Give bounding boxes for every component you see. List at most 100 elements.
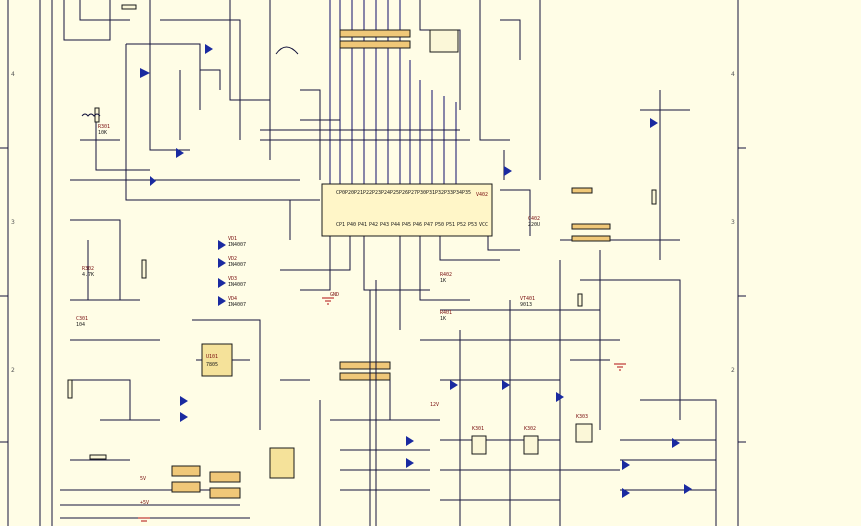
zone-number-left-2: 2	[11, 367, 15, 374]
ic-pin-label: P24	[381, 190, 390, 196]
diode-icon	[180, 396, 188, 406]
rail-label: 12V	[430, 402, 439, 408]
zone-number-right-3: 3	[731, 219, 735, 226]
diode-icon	[218, 278, 226, 288]
diode-icon	[180, 412, 188, 422]
diode-ref: VD2	[228, 256, 237, 262]
zone-number-left-4: 4	[11, 71, 15, 78]
diode-icon	[622, 488, 630, 498]
transistor-ref: VT401	[520, 296, 535, 302]
main-ic: V402 CP0 P20 P21 P22 P23 P24 P25 P26 P27…	[321, 183, 493, 237]
capacitor-ref: C301	[76, 316, 88, 322]
diode-icon	[150, 176, 156, 186]
diode-icon	[556, 392, 564, 402]
resistor-ref: R301	[98, 124, 110, 130]
relay-ref: K301	[472, 426, 484, 432]
ic-pin-label: P42	[369, 222, 378, 228]
ic-pin-label: P23	[372, 190, 381, 196]
led-icon	[406, 458, 414, 468]
diode-icon	[650, 118, 658, 128]
diode-icon	[140, 68, 150, 78]
ic-pin-label: P35	[462, 190, 471, 196]
drawing-border: 4 3 2 4 3 2	[0, 0, 746, 526]
rail-label: +5V	[140, 500, 149, 506]
capacitor-ref: C402	[528, 216, 540, 222]
diode-group-rectifier: VD1 IN4007 VD2 IN4007 VD3 IN4007 VD4 IN4…	[140, 44, 246, 422]
connector-group	[171, 447, 295, 499]
ic-pin-label: VCC	[479, 222, 488, 228]
power-section	[39, 0, 300, 526]
ic-pin-label: P34	[453, 190, 462, 196]
resistor-value: 1K	[440, 278, 446, 284]
ic-pin-label: P40	[347, 222, 356, 228]
ic-pin-label: P31	[426, 190, 435, 196]
relay-ref: K302	[524, 426, 536, 432]
ic-pin-label: P44	[391, 222, 400, 228]
diode-value: IN4007	[228, 262, 246, 268]
zone-number-right-4: 4	[731, 71, 735, 78]
resistor-ref: R302	[82, 266, 94, 272]
ground-symbols	[138, 297, 626, 522]
ic-pin-label: P32	[435, 190, 444, 196]
ic-pin-label: P47	[424, 222, 433, 228]
relay-ref: K303	[576, 414, 588, 420]
resistor-value: 10K	[98, 130, 107, 136]
rail-label: GND	[330, 292, 339, 298]
ground-icon	[614, 363, 626, 371]
diode-icon	[205, 44, 213, 54]
ic-pin-label: P52	[457, 222, 466, 228]
capacitor-value: 220U	[528, 222, 540, 228]
diode-ref: VD3	[228, 276, 237, 282]
diode-icon	[218, 296, 226, 306]
ic-pin-label: P20	[345, 190, 354, 196]
ground-icon	[138, 517, 150, 522]
ic-pin-label: P51	[446, 222, 455, 228]
diode-icon	[672, 438, 680, 448]
diode-value: IN4007	[228, 282, 246, 288]
power-labels: R301 10K R302 4.7K C301 104 5V +5V 12V G…	[76, 124, 439, 506]
diode-icon	[218, 240, 226, 250]
ic-pin-label: P27	[408, 190, 417, 196]
diode-value: IN4007	[228, 302, 246, 308]
diode-icon	[622, 460, 630, 470]
resistor-value: 4.7K	[82, 272, 94, 278]
diode-icon	[504, 166, 512, 176]
resistor-ref: R401	[440, 310, 452, 316]
diode-ref: VD4	[228, 296, 237, 302]
top-connector	[339, 29, 459, 53]
zone-number-left-3: 3	[11, 219, 15, 226]
ic-pin-label: CP0	[336, 190, 345, 196]
ic-pin-label: P25	[390, 190, 399, 196]
ground-icon	[322, 297, 334, 305]
transistor-value: 9013	[520, 302, 532, 308]
diode-value: IN4007	[228, 242, 246, 248]
ic-pin-label: CP1	[336, 222, 345, 228]
regulator-value: 7805	[206, 362, 218, 368]
ic-pin-label: P53	[468, 222, 477, 228]
resistor-value: 1K	[440, 316, 446, 322]
rail-label: 5V	[140, 476, 146, 482]
ic-pin-label: P50	[435, 222, 444, 228]
voltage-regulator: U101 7805	[192, 319, 261, 430]
resistor-ref: R402	[440, 272, 452, 278]
ic-pin-label: P33	[444, 190, 453, 196]
regulator-ref: U101	[206, 354, 218, 360]
diode-icon	[218, 258, 226, 268]
zone-number-right-2: 2	[731, 367, 735, 374]
led-icon	[406, 436, 414, 446]
ic-pin-label: P41	[358, 222, 367, 228]
diode-icon	[450, 380, 458, 390]
diode-icon	[176, 148, 184, 158]
capacitor-value: 104	[76, 322, 85, 328]
ic-pin-label: P26	[399, 190, 408, 196]
ic-pin-label: P21	[354, 190, 363, 196]
ic-pin-label: P43	[380, 222, 389, 228]
driver-section: K301 K302 K303 VT401 9013 R401 1K R402 1…	[420, 90, 717, 526]
ic-pin-label: P30	[417, 190, 426, 196]
ic-pin-label: P45	[402, 222, 411, 228]
diode-icon	[684, 484, 692, 494]
secondary-connector	[280, 280, 440, 526]
ic-pin-label: P46	[413, 222, 422, 228]
ic-pin-label: P22	[363, 190, 372, 196]
